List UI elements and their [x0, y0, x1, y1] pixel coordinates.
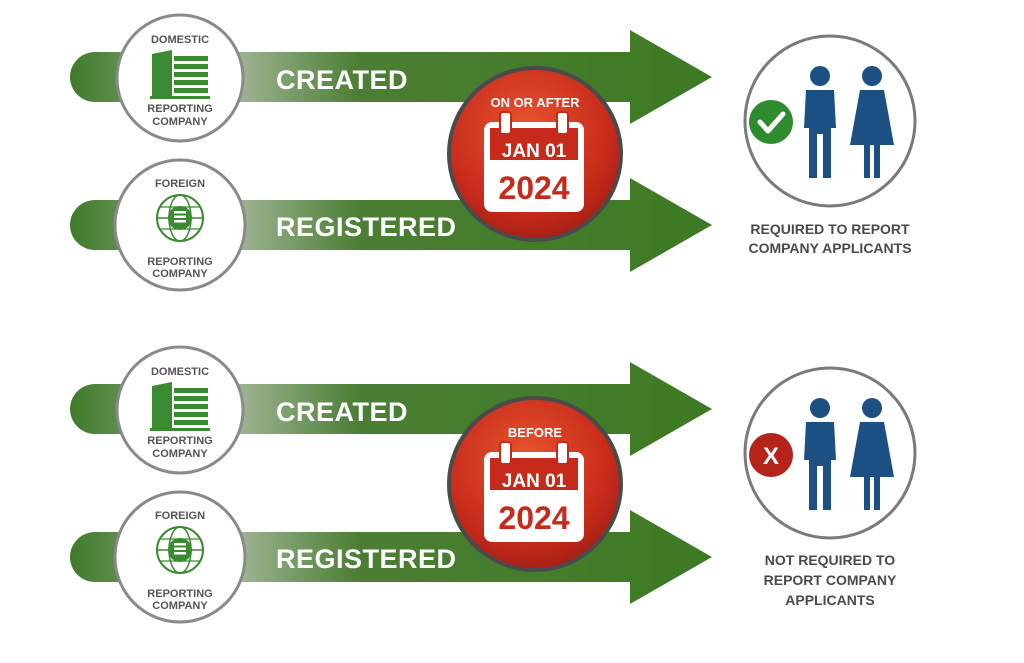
calendar-icon: JAN 01 2024 [484, 441, 584, 542]
foreign-company-label: COMPANY [152, 600, 208, 612]
arrow-label-created: CREATED [276, 397, 408, 427]
date-qualifier: BEFORE [508, 425, 563, 440]
arrow-label-registered: REGISTERED [276, 544, 457, 574]
calendar-icon: JAN 01 2024 [484, 111, 584, 212]
result-caption-line-1: REQUIRED TO REPORT [750, 221, 910, 237]
result-caption-line-2: COMPANY APPLICANTS [748, 240, 911, 256]
building-icon [150, 382, 210, 431]
domestic-reporting-label: REPORTING [147, 435, 212, 447]
male-person-icon [804, 66, 836, 178]
foreign-company-circle: FOREIGN REPORTING COMPANY [113, 490, 247, 624]
result-required: REQUIRED TO REPORT COMPANY APPLICANTS [743, 34, 917, 256]
arrow-label-created: CREATED [276, 65, 408, 95]
building-icon [150, 50, 210, 99]
x-mark-text: X [763, 443, 779, 470]
foreign-company-label: COMPANY [152, 268, 208, 280]
calendar-year: 2024 [498, 500, 569, 536]
result-caption-line-2: REPORT COMPANY [764, 572, 897, 588]
domestic-company-label: COMPANY [152, 116, 208, 128]
foreign-label: FOREIGN [155, 510, 205, 522]
foreign-label: FOREIGN [155, 178, 205, 190]
result-caption-line-1: NOT REQUIRED TO [765, 552, 896, 568]
domestic-label: DOMESTIC [151, 366, 209, 378]
check-icon [749, 100, 793, 144]
domestic-company-circle: DOMESTIC REPORTING COMPANY [115, 345, 245, 475]
date-badge-before: BEFORE JAN 01 2024 [447, 396, 623, 572]
foreign-company-circle: FOREIGN REPORTING COMPANY [113, 158, 247, 292]
calendar-year: 2024 [498, 170, 569, 206]
globe-building-icon [156, 194, 204, 242]
domestic-company-circle: DOMESTIC REPORTING COMPANY [115, 13, 245, 143]
domestic-company-label: COMPANY [152, 448, 208, 460]
result-caption-line-3: APPLICANTS [785, 592, 874, 608]
date-qualifier: ON OR AFTER [490, 95, 580, 110]
calendar-month-day: JAN 01 [502, 471, 567, 492]
foreign-reporting-label: REPORTING [147, 588, 212, 600]
globe-building-icon [156, 526, 204, 574]
arrow-label-registered: REGISTERED [276, 212, 457, 242]
section-2: CREATED REGISTERED DOMESTIC REPORTING CO… [70, 345, 917, 624]
section-1: CREATED REGISTERED DOMESTIC REPORTING CO… [70, 13, 917, 292]
female-person-icon [850, 398, 894, 510]
calendar-month-day: JAN 01 [502, 141, 567, 162]
result-not-required: X NOT REQUIRED TO REPORT COMPANY APPLICA… [743, 366, 917, 608]
domestic-label: DOMESTIC [151, 34, 209, 46]
male-person-icon [804, 398, 836, 510]
x-mark-icon: X [749, 433, 793, 477]
domestic-reporting-label: REPORTING [147, 103, 212, 115]
foreign-reporting-label: REPORTING [147, 256, 212, 268]
date-badge-on-or-after: ON OR AFTER JAN 01 2024 [447, 66, 623, 242]
female-person-icon [850, 66, 894, 178]
